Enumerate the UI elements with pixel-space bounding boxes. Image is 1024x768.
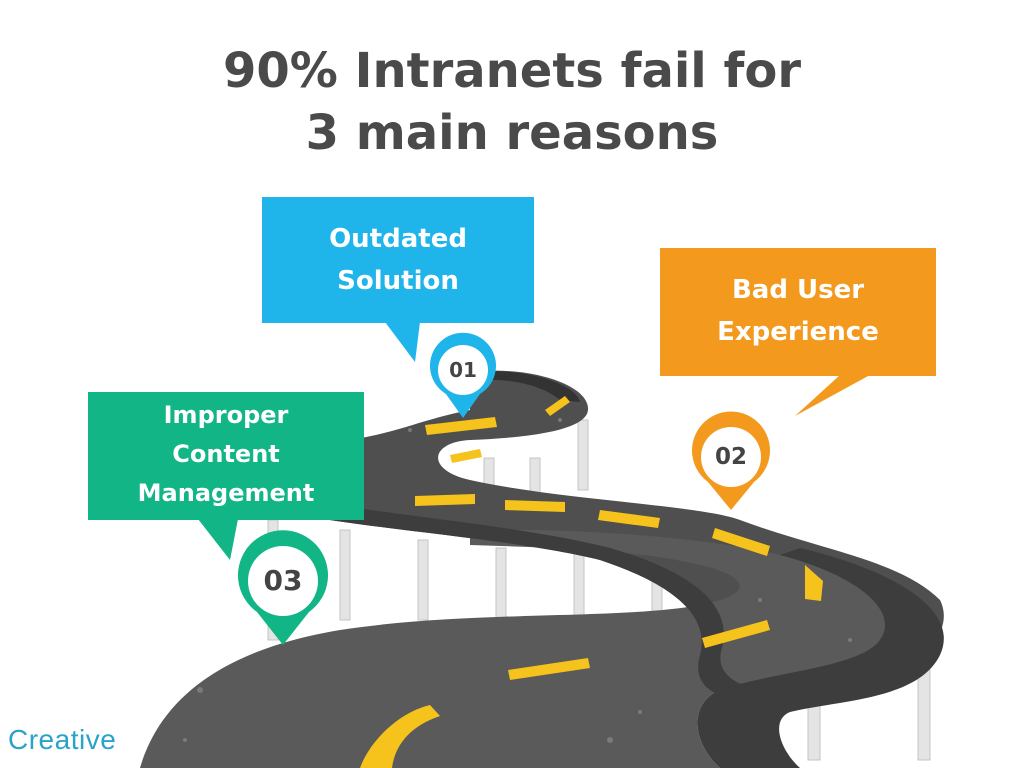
asphalt-texture: [183, 418, 852, 743]
pin-number-03: 03: [263, 564, 303, 597]
reason-improper-content-management: Improper Content Management: [88, 392, 364, 520]
map-pin-01-icon: [430, 332, 497, 418]
title-line-2: 3 main reasons: [305, 105, 719, 161]
reason-1-line-2: Solution: [337, 266, 459, 296]
reason-3-line-1: Improper: [163, 401, 289, 429]
bubble-outdated-solution: [262, 197, 534, 362]
page-title: 90% Intranets fail for 3 main reasons: [0, 40, 1024, 164]
title-line-1: 90% Intranets fail for: [222, 43, 801, 99]
pin-number-01: 01: [449, 358, 477, 382]
map-pin-03-icon: [238, 530, 328, 645]
bubble-improper-content-management: [88, 392, 364, 560]
bubble-bad-user-experience: [660, 248, 936, 416]
reason-bad-user-experience: Bad User Experience: [660, 248, 936, 376]
map-pin-02-icon: [692, 411, 771, 510]
lane-markings: [360, 396, 823, 768]
reason-2-line-2: Experience: [717, 317, 879, 347]
reason-3-line-2: Content: [172, 440, 280, 468]
reason-1-line-1: Outdated: [329, 224, 467, 254]
reason-outdated-solution: Outdated Solution: [262, 197, 534, 323]
pin-number-02: 02: [714, 444, 747, 470]
reason-3-line-3: Management: [137, 479, 315, 507]
creative-logo: Creative: [8, 724, 117, 755]
reason-2-line-1: Bad User: [731, 275, 865, 305]
winding-road: [140, 370, 944, 768]
